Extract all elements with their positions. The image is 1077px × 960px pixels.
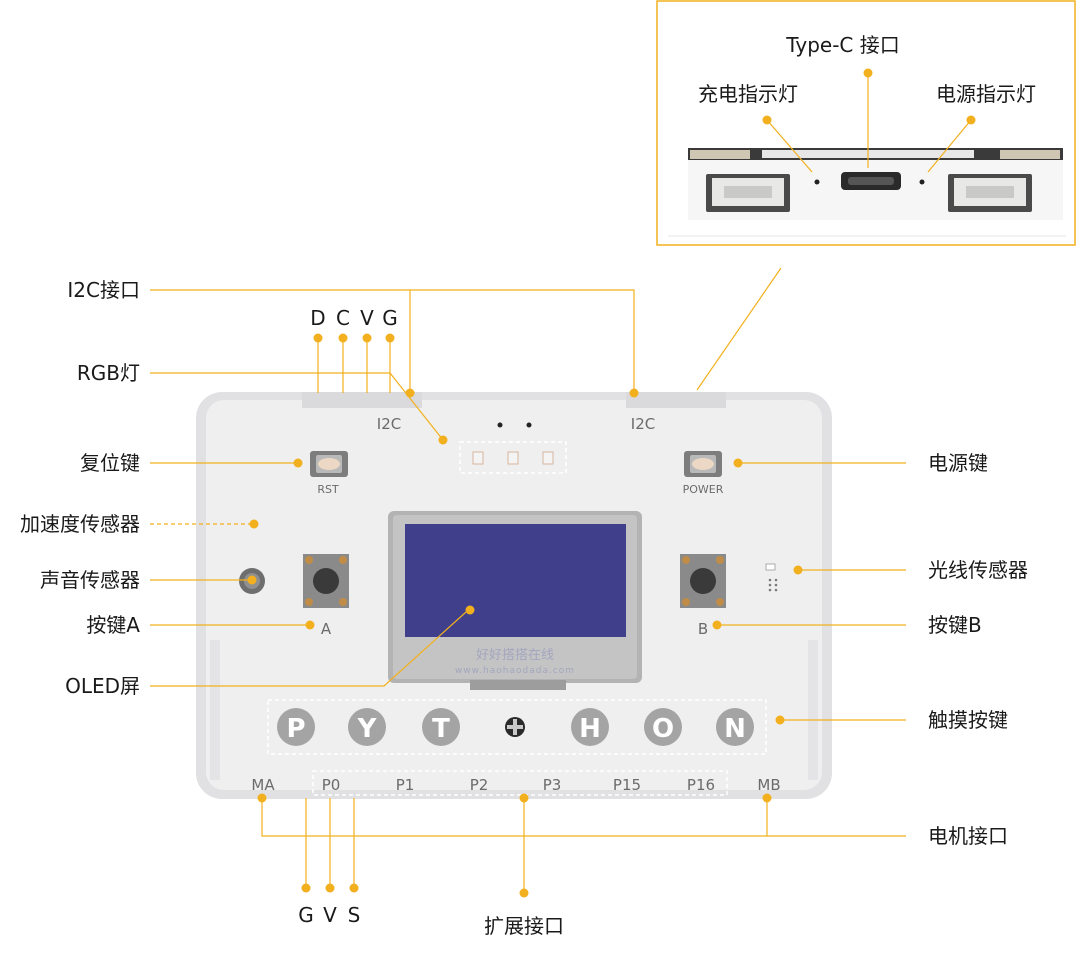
oled-screen: 好好搭搭在线 www.haohaodada.com [388, 511, 642, 690]
touch-pad-letter: T [432, 714, 450, 744]
port-label: P15 [613, 776, 641, 794]
type-c-port [841, 172, 901, 190]
key-b [680, 554, 726, 608]
sound-label: 声音传感器 [40, 568, 140, 592]
touch-pad-letter: N [724, 714, 746, 744]
key-b-label: B [698, 620, 708, 638]
touch-label: 触摸按键 [928, 708, 1008, 732]
power-label: POWER [683, 483, 724, 496]
expansion-label: 扩展接口 [484, 914, 564, 938]
i2c-pin-d: D [310, 306, 325, 330]
exp-pin-s: S [348, 903, 361, 927]
charge-led-label: 充电指示灯 [698, 82, 798, 106]
reset-label: 复位键 [80, 451, 140, 475]
screw-icon [505, 717, 525, 737]
i2c-pin-c: C [336, 306, 350, 330]
touch-pad-letter: P [286, 714, 305, 744]
board: I2C I2C RST POWER [196, 392, 832, 799]
i2c-port-label: I2C接口 [67, 278, 140, 302]
rst-label: RST [317, 483, 339, 496]
exp-pin-g: G [298, 903, 314, 927]
expansion-port-area [312, 770, 728, 796]
touch-pad-P: P [277, 708, 315, 746]
type-c-inset: Type-C 接口 充电指示灯 电源指示灯 [656, 0, 1076, 246]
port-label: P0 [322, 776, 341, 794]
i2c-pin-v: V [360, 306, 374, 330]
oled-label: OLED屏 [65, 674, 140, 698]
oled-url: www.haohaodada.com [455, 666, 575, 676]
type-c-label: Type-C 接口 [785, 33, 899, 57]
power-led [919, 179, 925, 185]
rgb-label: RGB灯 [77, 361, 140, 385]
mb-label: MB [757, 776, 780, 794]
touch-pad-letter: Y [357, 714, 378, 744]
touch-pad-O: O [644, 708, 682, 746]
inset-left-connector [706, 174, 790, 212]
touch-pad-N: N [716, 708, 754, 746]
leader-lines [150, 289, 906, 898]
port-label: P3 [543, 776, 562, 794]
callout-labels: I2C接口 RGB灯 复位键 加速度传感器 声音传感器 按键A OLED屏 电源… [20, 278, 1028, 938]
touch-pad-letter: O [652, 714, 674, 744]
board-i2c-left: I2C [377, 415, 401, 433]
key-a [303, 554, 349, 608]
board-i2c-right: I2C [631, 415, 655, 433]
i2c-pin-g: G [382, 306, 398, 330]
charge-led [814, 179, 820, 185]
light-sensor [765, 563, 778, 592]
inset-right-connector [948, 174, 1032, 212]
button-b-label: 按键B [928, 613, 982, 637]
power-button [684, 451, 722, 477]
light-label: 光线传感器 [928, 558, 1028, 582]
port-label: P2 [470, 776, 489, 794]
touch-pad-Y: Y [348, 708, 386, 746]
power-key-label: 电源键 [928, 451, 988, 475]
oled-watermark: 好好搭搭在线 [476, 647, 554, 663]
button-a-label: 按键A [86, 613, 140, 637]
exp-pin-v: V [323, 903, 337, 927]
accel-label: 加速度传感器 [20, 512, 140, 536]
ma-label: MA [251, 776, 275, 794]
touch-pad-area [267, 699, 767, 755]
motor-label: 电机接口 [928, 824, 1008, 848]
reset-button [310, 451, 348, 477]
power-led-label: 电源指示灯 [936, 82, 1036, 106]
touch-pad-T: T [422, 708, 460, 746]
touch-pad-H: H [571, 708, 609, 746]
rgb-leds [459, 441, 567, 474]
port-label: P1 [396, 776, 415, 794]
touch-pad-letter: H [579, 714, 601, 744]
port-label: P16 [687, 776, 715, 794]
key-a-label: A [321, 620, 332, 638]
